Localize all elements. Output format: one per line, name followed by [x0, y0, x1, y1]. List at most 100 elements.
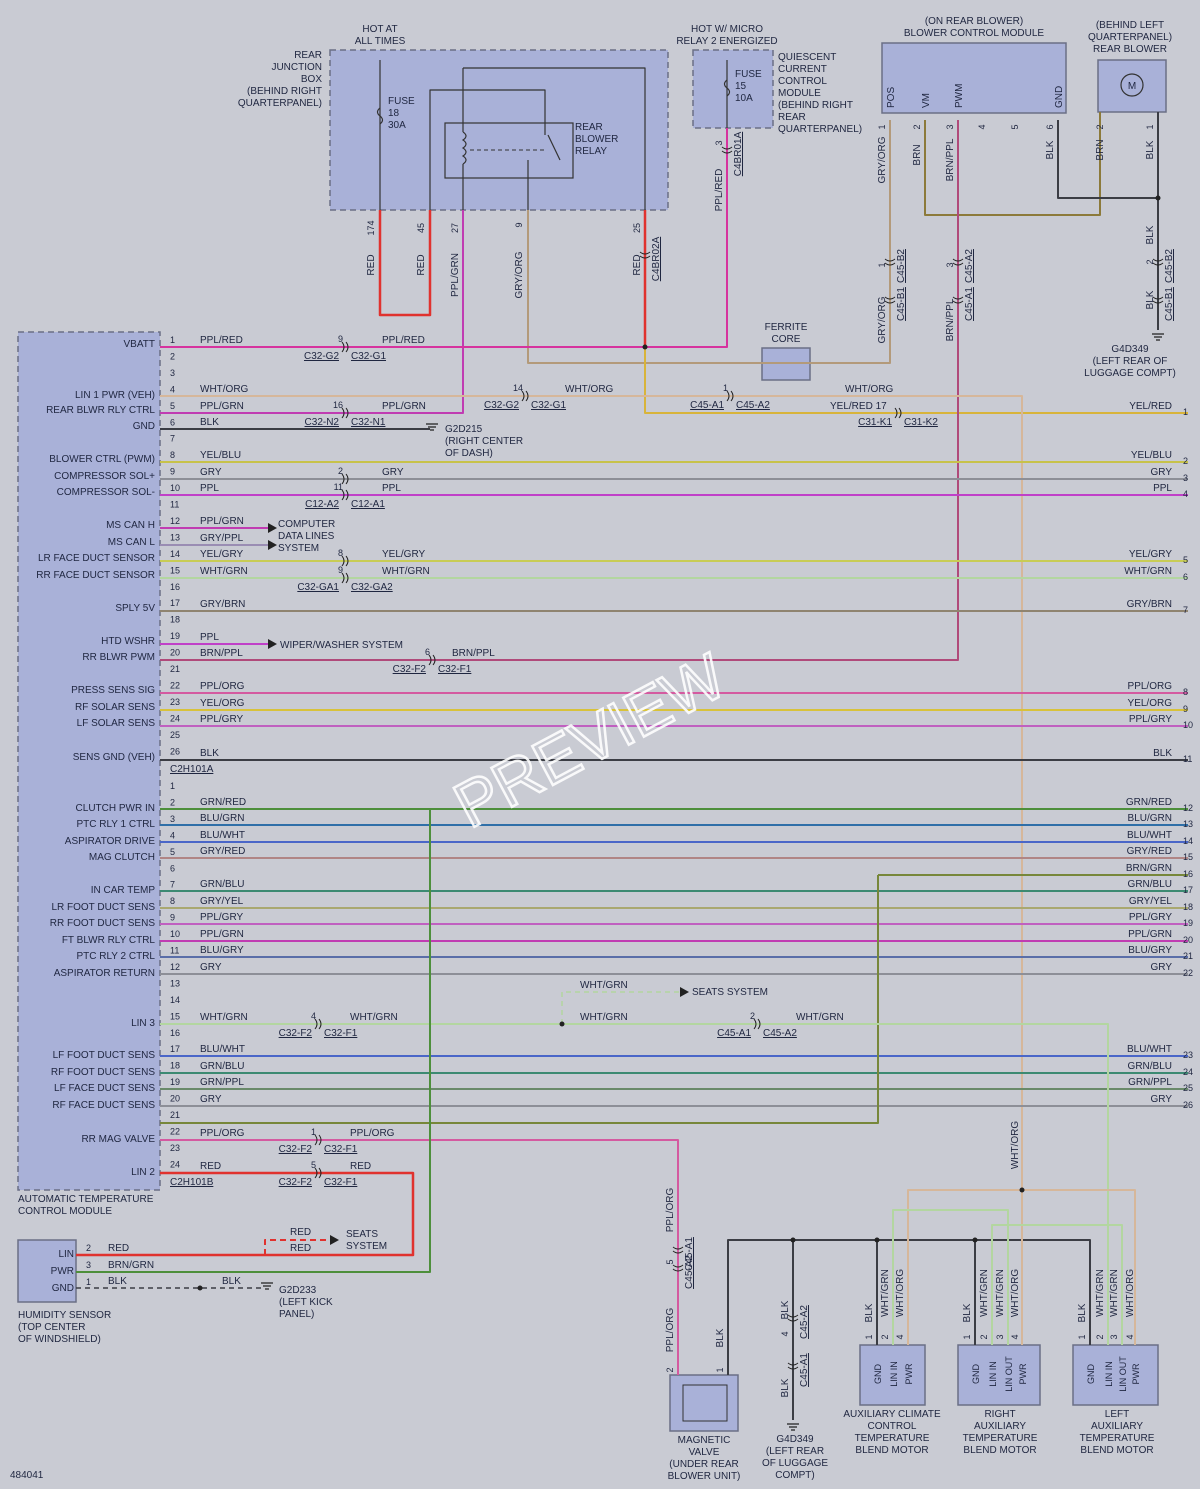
pin-number: 19: [170, 631, 180, 641]
pin-number: 1: [1077, 1334, 1087, 1339]
atcm-pin-label: PTC RLY 2 CTRL: [76, 951, 155, 962]
splice-dot: [559, 1021, 565, 1027]
wire-lin2-seats: [264, 1239, 330, 1255]
pin-number: 16: [333, 400, 343, 410]
atcm-pin-label: HTD WSHR: [101, 636, 155, 647]
pin-number: 8: [338, 548, 343, 558]
wire-color-label: YEL/ORG: [200, 698, 245, 709]
wire-color-label: GRY: [1151, 962, 1173, 973]
wire-color-label: WHT/ORG: [565, 384, 614, 395]
pin-number: 4: [977, 124, 987, 129]
wire-color-label: BRN/PPL: [200, 648, 243, 659]
magnetic-valve-box: [669, 1374, 739, 1432]
pin-number: 1: [877, 124, 887, 129]
connector-label: C45-A2: [964, 249, 975, 283]
pin-number: 5: [665, 1259, 675, 1264]
wire-color-label: BLK: [962, 1303, 973, 1322]
motor-pin-label: GND: [1086, 1364, 1096, 1385]
atcm-pin-label: ASPIRATOR DRIVE: [65, 836, 156, 847]
wire-number: 24: [1183, 1067, 1193, 1077]
pin-number: 1: [723, 383, 728, 393]
wire-color-label: GRY/RED: [200, 846, 245, 857]
wire-color-label: WHT/GRN: [350, 1012, 398, 1023]
pin-number: 14: [170, 995, 180, 1005]
atcm-pin-label: RR FOOT DUCT SENS: [50, 918, 156, 929]
connector-label: C32-F2: [279, 1177, 313, 1188]
wire-motor-lin: [991, 1224, 1123, 1345]
wire-color-label: GRY: [200, 962, 222, 973]
pin-number: 174: [366, 220, 376, 235]
pin-number: 13: [170, 978, 180, 988]
seats-system-label: SEATS SYSTEM: [692, 987, 768, 998]
pin-number: 6: [1045, 124, 1055, 129]
rear-blower-relay-box: [444, 122, 574, 179]
wire-number: 18: [1183, 902, 1193, 912]
atcm-pin-label: RR MAG VALVE: [81, 1134, 155, 1145]
motor-pin-label: GND: [873, 1364, 883, 1385]
pin-number: 2: [750, 1011, 755, 1021]
connector: [1152, 296, 1164, 304]
connector-label: C45-A1: [799, 1353, 810, 1387]
pin-number: 13: [170, 532, 180, 542]
pin-number: 9: [170, 467, 175, 477]
wire-rr-mag-valve: [160, 1139, 679, 1375]
connector-label: C32-G2: [484, 400, 519, 411]
connector-label: C32-F2: [279, 1144, 313, 1155]
wire-color-label: PPL/ORG: [350, 1128, 395, 1139]
wire-color-label: YEL/BLU: [1131, 450, 1172, 461]
pin-number: 9: [170, 913, 175, 923]
motor-pin-label: GND: [971, 1364, 981, 1385]
wire-number: 25: [1183, 1083, 1193, 1093]
pin-number: 12: [170, 516, 180, 526]
wire-color-label: BLK: [715, 1328, 726, 1347]
wire-yel-red: [644, 347, 1188, 414]
pin-number: 14: [170, 549, 180, 559]
wire-color-label: YEL/RED: [1129, 401, 1172, 412]
wire-color-label: WHT/ORG: [1010, 1121, 1021, 1170]
connector-label: C31-K1: [858, 417, 892, 428]
connector-label: C32-N2: [305, 417, 340, 428]
pin-number: 1: [311, 1127, 316, 1137]
wire-color-label: GRY/ORG: [877, 296, 888, 343]
wire-color-label: PPL/RED: [382, 335, 425, 346]
qccm-box: [692, 49, 774, 129]
wire-color-label: PPL/ORG: [200, 681, 245, 692]
wire-color-label: BLK: [864, 1303, 875, 1322]
wire-number: 10: [1183, 720, 1193, 730]
wire-color-label: BLK: [1145, 140, 1156, 159]
motor-icon-letter: M: [1128, 81, 1136, 92]
connector-label: C32-G1: [351, 351, 386, 362]
ground-icon: [787, 1423, 799, 1431]
connector: [787, 1314, 799, 1322]
pin-number: 3: [945, 124, 955, 129]
connector-label: C45-A2: [799, 1305, 810, 1339]
pin-number: 2: [1145, 259, 1155, 264]
pin-number: 2: [338, 466, 343, 476]
pin-number: 26: [170, 746, 180, 756]
wire-number: 23: [1183, 1050, 1193, 1060]
connector: [884, 258, 896, 266]
rear-junction-box: [329, 49, 669, 211]
wire-color-label: GRY/BRN: [1127, 599, 1172, 610]
connector-label: C45-A2: [763, 1028, 797, 1039]
arrow-icon: [680, 987, 689, 997]
connector: [753, 1018, 761, 1030]
wire-brn: [924, 112, 1101, 216]
atcm-pin-label: ASPIRATOR RETURN: [54, 968, 155, 979]
pin-number: 12: [170, 962, 180, 972]
splice-dot: [874, 1237, 880, 1243]
atcm-pin-label: MS CAN H: [106, 520, 155, 531]
pin-number: 4: [780, 1331, 790, 1336]
pin-number: 3: [945, 262, 955, 267]
wire-color-label: GRY: [200, 1094, 222, 1105]
pin-number: 11: [170, 500, 179, 510]
pin-number: 7: [170, 880, 175, 890]
wire-number: 20: [1183, 935, 1193, 945]
pin-number: 2: [979, 1334, 989, 1339]
wire-number: 17: [1183, 885, 1193, 895]
